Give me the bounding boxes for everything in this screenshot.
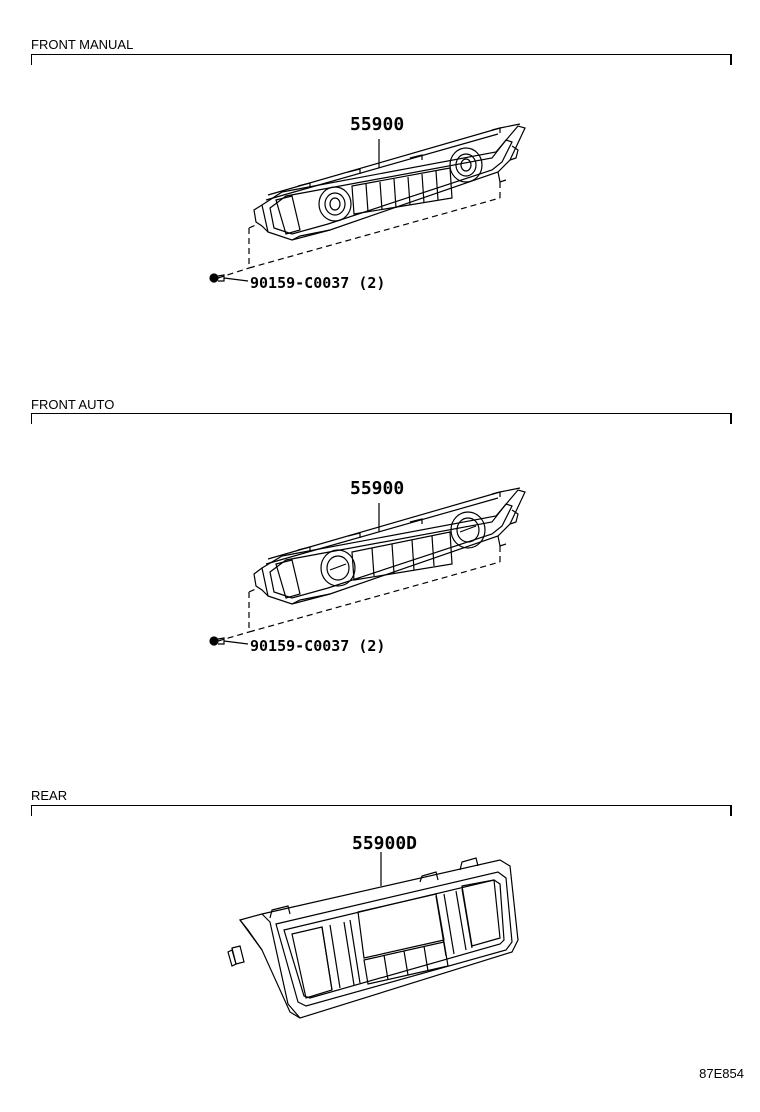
section-bracket	[31, 413, 732, 424]
section-bracket	[31, 805, 732, 816]
section-title: FRONT AUTO	[31, 397, 115, 412]
front-auto-panel-illustration	[0, 475, 760, 665]
screw-part-label: 90159-C0037 (2)	[250, 637, 386, 655]
diagram-id: 87E854	[699, 1066, 744, 1081]
part-number-label: 55900	[350, 478, 405, 499]
rear-panel-illustration	[0, 855, 760, 1035]
part-number-label: 55900D	[352, 833, 418, 854]
section-title: REAR	[31, 788, 68, 803]
part-number-label: 55900	[350, 114, 405, 135]
front-manual-panel-illustration	[0, 110, 760, 300]
screw-part-label: 90159-C0037 (2)	[250, 274, 386, 292]
section-bracket	[31, 54, 732, 65]
section-title: FRONT MANUAL	[31, 37, 134, 52]
